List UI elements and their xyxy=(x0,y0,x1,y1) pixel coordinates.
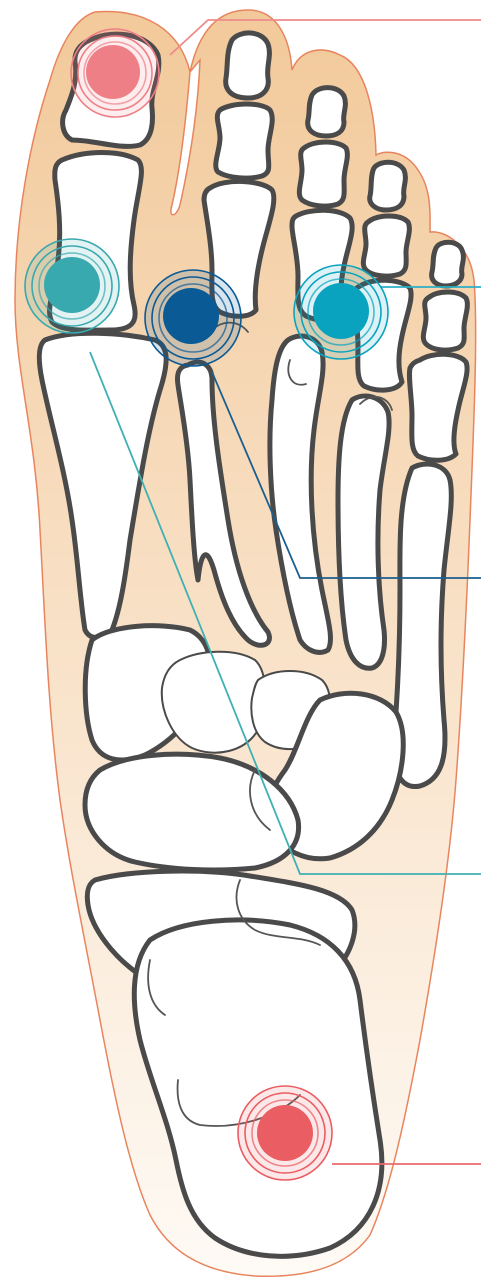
third-toe-distal-phalanx xyxy=(308,88,346,136)
fifth-toe-distal-phalanx xyxy=(432,242,464,286)
second-toe-distal-phalanx xyxy=(226,33,270,98)
second-toe-middle-phalanx xyxy=(216,104,272,178)
third-toe-middle-phalanx xyxy=(299,142,347,206)
fourth-toe-distal-phalanx xyxy=(370,162,406,210)
marker-second-mtp-joint xyxy=(145,270,241,366)
fourth-toe-middle-phalanx xyxy=(363,216,409,276)
marker-third-mtp-joint xyxy=(294,265,388,359)
marker-heel xyxy=(238,1086,332,1180)
intermediate-cuneiform xyxy=(162,652,265,753)
marker-first-mtp-joint xyxy=(25,239,119,333)
marker-big-toe-tip xyxy=(71,29,159,117)
fifth-toe-middle-phalanx xyxy=(423,292,467,350)
